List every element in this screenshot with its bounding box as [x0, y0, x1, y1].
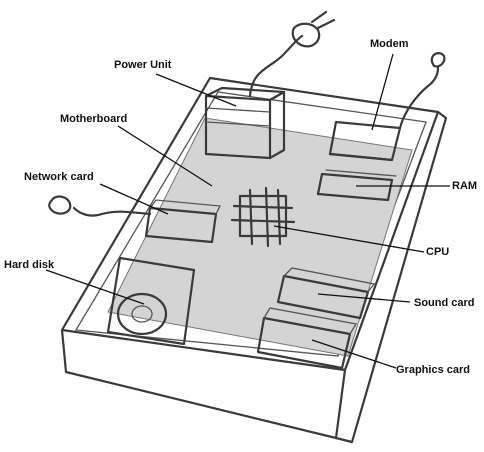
label-sound-card: Sound card: [414, 297, 475, 309]
sound-card-shape: [276, 267, 376, 320]
leader-network-card: [99, 183, 169, 215]
graphics-card-shape: [256, 307, 358, 370]
leader-graphics-card: [311, 339, 397, 369]
label-power-unit: Power Unit: [114, 59, 172, 71]
label-hard-disk: Hard disk: [4, 259, 55, 271]
power-plug-icon: [248, 10, 336, 98]
label-modem: Modem: [370, 38, 409, 50]
cpu-shape: [230, 186, 296, 248]
hard-disk-shape: [106, 256, 196, 346]
computer-case: [60, 76, 448, 444]
power-unit-shape: [204, 86, 286, 160]
leader-modem: [371, 53, 394, 131]
modem-shape: [328, 120, 402, 162]
label-ram: RAM: [452, 180, 478, 192]
ram-shape: [316, 169, 397, 202]
leader-motherboard: [117, 125, 213, 187]
network-card-shape: [144, 199, 222, 244]
label-network-card: Network card: [24, 171, 94, 183]
leader-hard-disk: [45, 269, 145, 305]
leader-power-unit: [155, 73, 237, 107]
leader-cpu: [273, 225, 425, 253]
modem-cable-icon: [398, 52, 446, 130]
label-cpu: CPU: [426, 246, 450, 258]
network-cable-icon: [48, 195, 152, 217]
leader-lines: [45, 53, 450, 369]
leader-sound-card: [317, 293, 411, 303]
label-graphics-card: Graphics card: [396, 364, 470, 376]
label-motherboard: Motherboard: [60, 113, 128, 125]
